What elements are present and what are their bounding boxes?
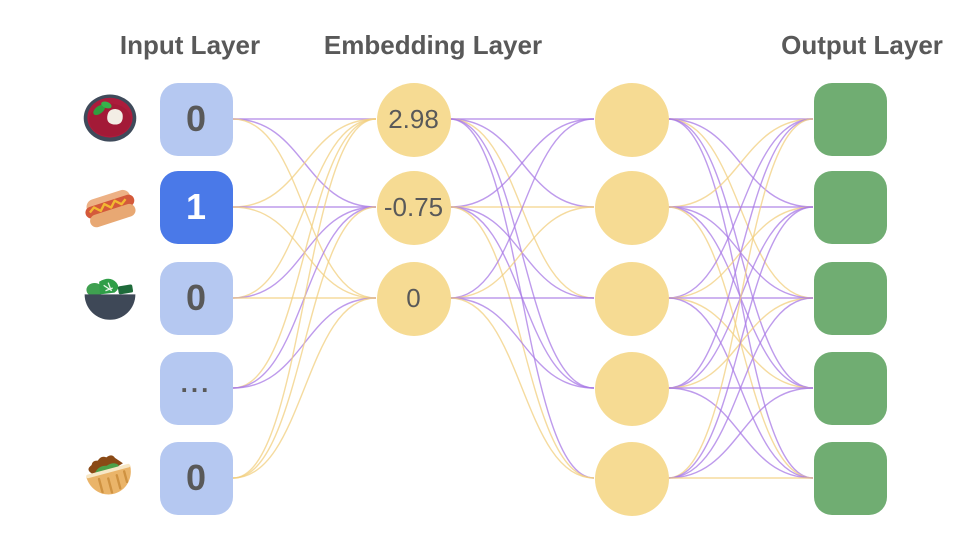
edge-embedding3-hidden5: [449, 297, 595, 479]
edge-input3-embedding1: [232, 118, 377, 299]
edge-input5-embedding1: [232, 118, 377, 479]
input-node-1: 0: [159, 82, 233, 156]
edge-input5-embedding2: [232, 206, 377, 479]
hidden-node-1: [594, 82, 669, 157]
output-node-2: [813, 170, 887, 244]
hidden-node-4: [594, 351, 669, 426]
hidden-node-5: [594, 441, 669, 516]
stuffed-flatbread-emoji: [81, 449, 139, 507]
input-node-5: 0: [159, 441, 233, 515]
edge-hidden5-output4: [667, 387, 814, 479]
edge-hidden4-output1: [667, 118, 814, 389]
output-node-3: [813, 261, 887, 335]
embedding-layer-title: Embedding Layer: [323, 30, 543, 60]
hot-dog-emoji: [81, 178, 139, 236]
edge-embedding3-hidden4: [449, 297, 595, 389]
hidden-node-2: [594, 170, 669, 245]
green-salad-emoji: [81, 269, 139, 327]
embedding-node-2: -0.75: [376, 170, 451, 245]
output-layer-title: Output Layer: [781, 30, 943, 60]
output-node-1: [813, 82, 887, 156]
input-node-2: 1: [159, 170, 233, 244]
edge-input4-embedding1: [232, 118, 377, 389]
edge-input2-embedding1: [232, 118, 377, 208]
embedding-node-3: 0: [376, 261, 451, 336]
edge-embedding2-hidden1: [449, 118, 595, 208]
edge-hidden5-output3: [667, 297, 814, 479]
embedding-node-1: 2.98: [376, 82, 451, 157]
edge-embedding3-hidden1: [449, 118, 595, 299]
output-node-4: [813, 351, 887, 425]
input-node-3: 0: [159, 261, 233, 335]
input-layer-title: Input Layer: [119, 30, 261, 60]
input-node-4: ...: [159, 351, 233, 425]
edge-hidden5-output1: [667, 118, 814, 479]
edge-embedding3-hidden2: [449, 206, 595, 299]
hidden-node-3: [594, 261, 669, 336]
edge-input5-embedding3: [232, 297, 377, 479]
borscht-bowl-emoji: [81, 90, 139, 148]
edge-hidden3-output1: [667, 118, 814, 299]
output-node-5: [813, 441, 887, 515]
edge-hidden5-output2: [667, 206, 814, 479]
edge-hidden2-output1: [667, 118, 814, 208]
